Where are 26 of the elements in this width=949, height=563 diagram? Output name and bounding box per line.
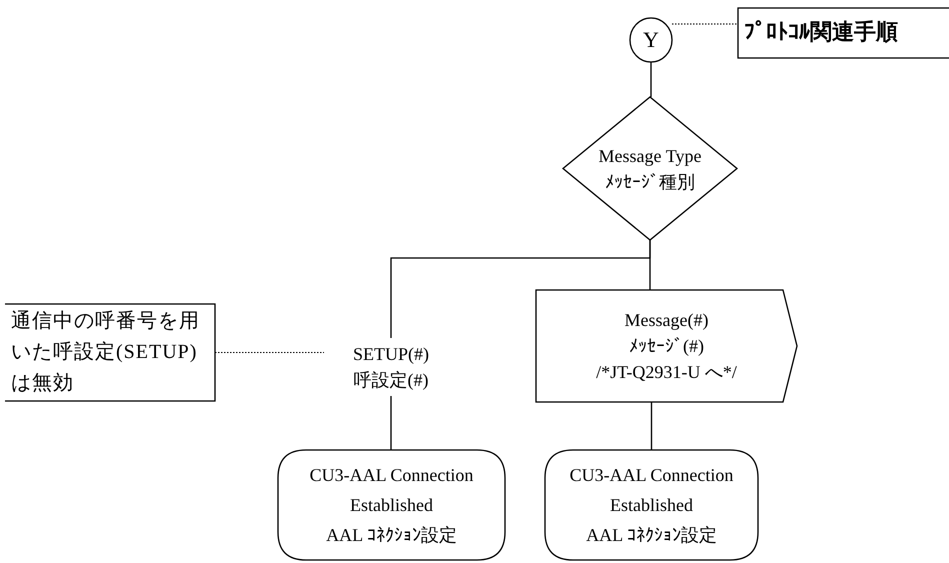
label-text: CU3-AAL Connection Established xyxy=(568,464,734,517)
label-text: Y xyxy=(643,27,659,53)
label-text: 通信中の呼番号を用いた呼設定(SETUP)は無効 xyxy=(11,309,201,396)
flow-line xyxy=(650,62,652,97)
flow-line xyxy=(649,240,651,290)
label-text: Message(#) xyxy=(624,309,708,332)
label-text: AAL ｺﾈｸｼｮﾝ設定 xyxy=(326,524,457,547)
state-box xyxy=(278,450,505,560)
comment-box xyxy=(738,8,949,58)
label-text: 呼設定(#) xyxy=(354,369,428,392)
leader-line xyxy=(214,352,324,353)
label-text: AAL ｺﾈｸｼｮﾝ設定 xyxy=(586,524,717,547)
flow-line xyxy=(650,402,652,450)
output-signal-box xyxy=(536,290,797,402)
label-text: ﾌﾟﾛﾄｺﾙ関連手順 xyxy=(744,20,898,46)
decision-diamond xyxy=(563,97,737,240)
label-text: Message Type xyxy=(598,144,702,168)
label-text: /*JT-Q2931-U へ*/ xyxy=(596,361,737,384)
label-text: ﾒｯｾｰｼﾞ(#) xyxy=(629,335,704,358)
label-text: CU3-AAL Connection Established xyxy=(308,464,474,517)
label-text: SETUP(#) xyxy=(353,343,429,366)
label-text: ﾒｯｾｰｼﾞ種別 xyxy=(605,170,695,194)
comment-box xyxy=(5,304,215,401)
state-box xyxy=(545,450,758,560)
flow-line xyxy=(390,396,392,450)
connector-circle xyxy=(630,18,672,62)
